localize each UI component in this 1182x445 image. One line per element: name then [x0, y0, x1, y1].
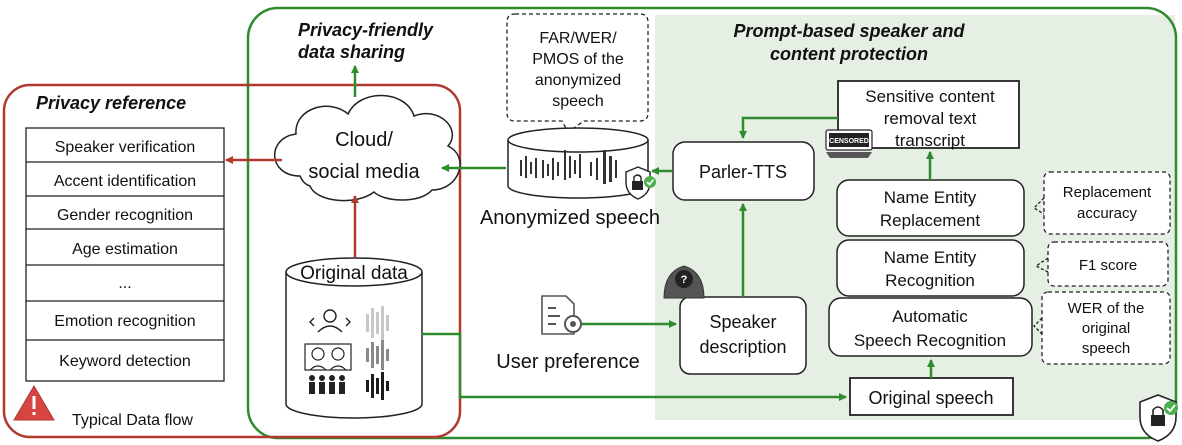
asr-box [828, 297, 1033, 357]
waveform-icon [366, 372, 389, 400]
ner-recognition-line1: Name Entity [884, 248, 977, 267]
ner-replacement-line2: Replacement [880, 211, 980, 230]
waveform-icon [366, 306, 389, 340]
task-emotion-recognition: Emotion recognition [54, 313, 195, 330]
callout-bubble [506, 13, 649, 133]
waveform-icon [366, 340, 389, 370]
crowd-icon [309, 375, 345, 394]
replacement-note-line1: Replacement [1063, 184, 1152, 201]
protection-title-line1: Prompt-based speaker and [733, 21, 965, 41]
cloud-node: Cloud/ social media [273, 94, 461, 202]
privacy-reference-title: Privacy reference [36, 93, 186, 113]
speaker-icon [309, 309, 351, 333]
user-preference-label: User preference [496, 351, 639, 373]
sensitive-line2: removal text [884, 109, 977, 128]
user-preference-icon [541, 295, 582, 335]
anonymized-speech-disk: Anonymized speech [480, 127, 660, 229]
shield-lock-icon [1139, 394, 1178, 442]
replacement-note-line2: accuracy [1077, 205, 1138, 222]
ner-replacement-line1: Name Entity [884, 188, 977, 207]
cloud-label-line2: social media [308, 161, 420, 183]
cloud-label-line1: Cloud/ [335, 129, 393, 151]
callout-line4: speech [552, 93, 604, 110]
callout-line2: PMOS of the [532, 51, 624, 68]
task-age-estimation: Age estimation [72, 241, 178, 258]
speaker-description-line2: description [699, 337, 786, 357]
task-gender-recognition: Gender recognition [57, 207, 193, 224]
warning-icon [13, 385, 55, 421]
ner-recognition-line2: Recognition [885, 271, 975, 290]
hooded-person-icon: ? [663, 265, 705, 299]
cylinder-body [285, 272, 423, 419]
metrics-callout: FAR/WER/ PMOS of the anonymized speech [506, 13, 649, 133]
task-accent-identification: Accent identification [54, 173, 196, 190]
lock-shield-icon [625, 166, 656, 200]
censored-badge-icon: CENSORED [825, 129, 873, 158]
sensitive-to-parler-arrow [739, 116, 838, 139]
cylinder-top [285, 257, 423, 287]
original-data-label: Original data [300, 263, 408, 284]
task-speaker-verification: Speaker verification [55, 139, 196, 156]
parler-tts-label: Parler-TTS [699, 162, 787, 182]
wer-original-note: WER of the original speech [1033, 291, 1171, 365]
data-to-speech-arrow [422, 332, 847, 401]
sensitive-line3: transcript [895, 131, 965, 150]
protection-title-line2: content protection [770, 44, 928, 64]
callout-line3: anonymized [535, 72, 621, 89]
censored-badge-label: CENSORED [829, 138, 869, 145]
replacement-accuracy-note: Replacement accuracy [1032, 171, 1171, 235]
task-keyword-detection: Keyword detection [59, 353, 191, 370]
speaker-description-line1: Speaker [709, 312, 776, 332]
original-speech-label: Original speech [868, 388, 993, 408]
typical-flow-boundary [2, 83, 462, 439]
callout-line1: FAR/WER/ [539, 30, 617, 47]
anonymized-waveform [520, 150, 617, 184]
sharing-title-line2: data sharing [298, 42, 405, 62]
privacy-friendly-boundary [246, 6, 1178, 440]
original-speech-box [849, 377, 1014, 416]
speaker-description-box [679, 296, 807, 375]
anonymized-speech-label: Anonymized speech [480, 207, 660, 229]
task-ellipsis: ... [118, 275, 131, 292]
disk-top [507, 127, 649, 153]
f1-note-label: F1 score [1079, 257, 1137, 274]
wer-note-line3: speech [1082, 340, 1130, 357]
original-data-cylinder: Original data [285, 257, 423, 419]
privacy-task-box [25, 127, 225, 382]
sensitive-line1: Sensitive content [865, 87, 995, 106]
asr-line2: Speech Recognition [854, 331, 1006, 350]
svg-text:?: ? [681, 274, 688, 286]
privacy-task-list: Speaker verification Accent identificati… [25, 127, 225, 382]
typical-flow-label: Typical Data flow [72, 412, 193, 429]
ner-recognition-box [836, 239, 1025, 297]
wer-note-line2: original [1082, 320, 1130, 337]
sharing-title-line1: Privacy-friendly [298, 20, 434, 40]
wer-note-line1: WER of the [1068, 300, 1145, 317]
f1-score-note: F1 score [1034, 241, 1169, 287]
asr-line1: Automatic [892, 307, 968, 326]
faces-icon [304, 343, 352, 371]
cloud-shape [273, 94, 461, 202]
